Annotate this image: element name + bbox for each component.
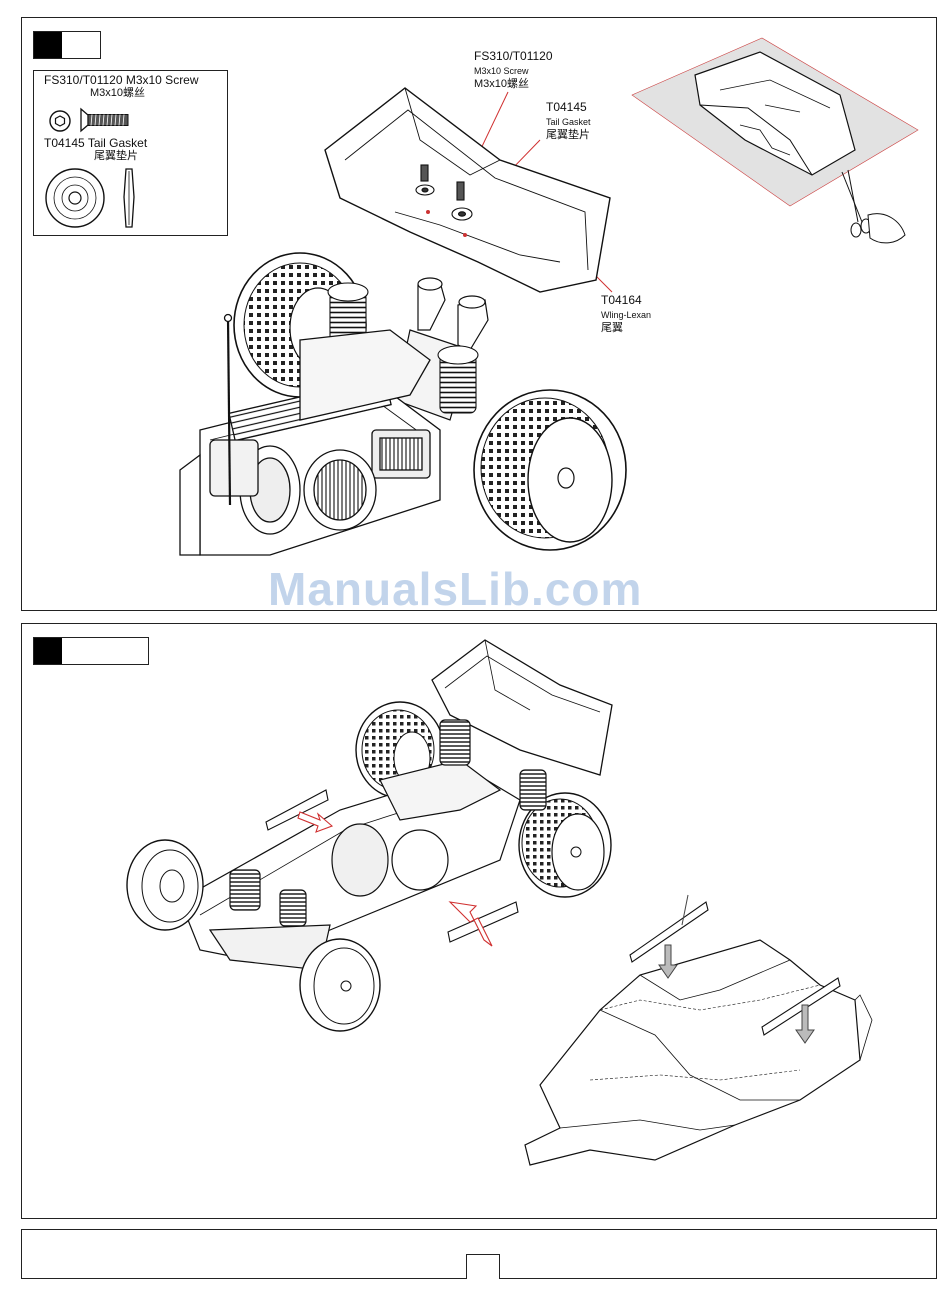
front-right-tire-2 [300, 939, 380, 1031]
front-left-tire-2 [127, 840, 203, 930]
page-number-tab [466, 1254, 500, 1279]
step-2-illustration [0, 0, 950, 1220]
chassis-guard [525, 940, 872, 1165]
